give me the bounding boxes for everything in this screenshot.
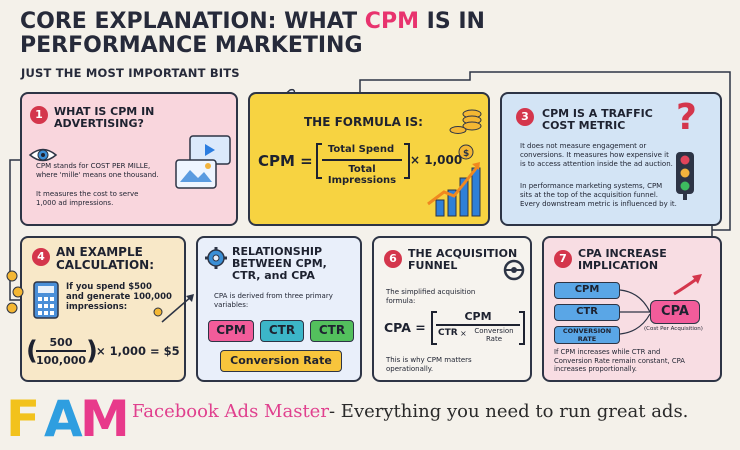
calculator-icon — [33, 281, 59, 319]
page-title: CORE EXPLANATION: WHAT CPM IS IN PERFORM… — [20, 10, 485, 58]
funnel-numerator: CPM — [464, 310, 492, 323]
variable-pill-ctr: CTR — [260, 320, 304, 342]
card-formula: THE FORMULA IS: CPM = Total Spend Total … — [248, 92, 490, 226]
card-1-measure: It measures the cost to serve 1,000 ad i… — [36, 190, 139, 207]
card-acquisition-funnel: 6 THE ACQUISITION FUNNEL The simplified … — [372, 236, 532, 382]
funnel-formula-lhs: CPA = — [384, 320, 426, 335]
title-highlight: CPM — [364, 9, 419, 34]
result-box-cpa: CPA — [650, 300, 700, 324]
formula-numerator: Total Spend — [327, 144, 395, 155]
card-1-definition: CPM stands for COST PER MILLE, where 'mi… — [36, 162, 159, 179]
step-number-7: 7 — [554, 250, 572, 268]
footer-brand: Facebook Ads Master — [132, 401, 329, 422]
question-mark-icon: ? — [676, 97, 697, 138]
variable-pill-ctr-2: CTR — [310, 320, 354, 342]
card-what-is-cpm: 1 WHAT IS CPM IN ADVERTISING? CPM stands… — [20, 92, 238, 226]
impact-connectors — [620, 289, 651, 335]
footer-tagline: - Everything you need to run great ads. — [329, 401, 689, 422]
fraction-bar — [322, 159, 402, 161]
svg-text:$: $ — [463, 149, 469, 159]
variable-pill-conversion-rate: Conversion Rate — [220, 350, 342, 372]
formula-denominator: Total Impressions — [327, 164, 397, 186]
card-6-description: The simplified acquisition formula: — [386, 288, 476, 305]
step-number-1: 1 — [30, 106, 48, 124]
traffic-light-icon — [676, 152, 694, 200]
connector-line-left — [9, 159, 20, 301]
card-3-paragraph-2: In performance marketing systems, CPM si… — [520, 182, 677, 208]
calc-result: × 1,000 = $5 — [96, 344, 180, 358]
funnel-den-ctr: CTR — [438, 328, 458, 338]
paren-right: ) — [86, 336, 98, 366]
card-5-title: RELATIONSHIP BETWEEN CPM, CTR, and CPA — [232, 245, 327, 282]
variable-pill-cpm: CPM — [208, 320, 254, 342]
impact-box-ctr: CTR — [554, 304, 620, 321]
impact-box-conversion-rate: CONVERSION RATE — [554, 326, 620, 344]
card-5-description: CPA is derived from three primary variab… — [214, 292, 333, 309]
card-traffic-cost-metric: 3 CPM IS A TRAFFIC COST METRIC ? It does… — [500, 92, 722, 226]
gear-icon — [205, 247, 227, 269]
trend-up-arrow-icon — [673, 274, 702, 296]
calc-numerator: 500 — [49, 336, 73, 349]
page-subtitle: JUST THE MOST IMPORTANT BITS — [21, 66, 240, 80]
card-4-scenario: If you spend $500 and generate 100,000 i… — [66, 282, 172, 312]
step-number-6: 6 — [384, 250, 402, 268]
card-7-description: If CPM increases while CTR and Conversio… — [554, 348, 685, 373]
formula-multiplier: × 1,000 — [410, 153, 463, 167]
funnel-den-conversion-rate: Conversion Rate — [474, 327, 514, 343]
ad-screens-icon — [175, 135, 231, 189]
coins-growth-chart-icon: $ — [427, 109, 482, 217]
paren-left: ( — [26, 336, 38, 366]
funnel-den-times: × — [460, 329, 467, 338]
card-relationship: RELATIONSHIP BETWEEN CPM, CTR, and CPA C… — [196, 236, 362, 382]
card-3-paragraph-1: It does not measure engagement or conver… — [520, 142, 673, 168]
fam-logo-f: F — [6, 390, 41, 448]
step-number-3: 3 — [516, 108, 534, 126]
eye-icon — [28, 148, 58, 162]
connector-line-top — [359, 71, 731, 231]
result-box-note: (Cost Per Acquisition) — [644, 326, 703, 332]
card-6-title: THE ACQUISITION FUNNEL — [408, 247, 518, 272]
step-number-4: 4 — [32, 248, 50, 266]
formula-lhs: CPM = — [258, 152, 313, 170]
funnel-bracket-left — [431, 311, 437, 345]
funnel-bracket-right — [519, 311, 525, 345]
title-line-1: CORE EXPLANATION: WHAT CPM IS IN — [20, 9, 485, 34]
funnel-fraction-bar — [436, 324, 520, 326]
bracket-right — [404, 143, 410, 179]
arrow-card4-to-card5 — [153, 294, 194, 323]
card-3-title: CPM IS A TRAFFIC COST METRIC — [542, 107, 653, 132]
steering-wheel-icon — [503, 259, 525, 281]
fam-logo-m: M — [80, 390, 130, 448]
impact-box-cpm: CPM — [554, 282, 620, 299]
card-4-title: AN EXAMPLE CALCULATION: — [56, 245, 154, 272]
card-6-footer: This is why CPM matters operationally. — [386, 356, 472, 373]
card-cpa-increase: 7 CPA INCREASE IMPLICATION CPM CTR CONVE… — [542, 236, 722, 382]
calc-fraction-bar — [36, 350, 86, 352]
bracket-left — [316, 143, 322, 179]
card-1-title: WHAT IS CPM IN ADVERTISING? — [54, 105, 155, 130]
card-2-title: THE FORMULA IS: — [304, 115, 423, 129]
title-line-2: PERFORMANCE MARKETING — [20, 33, 363, 58]
coin-stack-icon — [6, 270, 24, 314]
card-7-title: CPA INCREASE IMPLICATION — [578, 247, 667, 272]
calc-denominator: 100,000 — [35, 354, 87, 367]
fam-logo-a: A — [44, 390, 83, 448]
